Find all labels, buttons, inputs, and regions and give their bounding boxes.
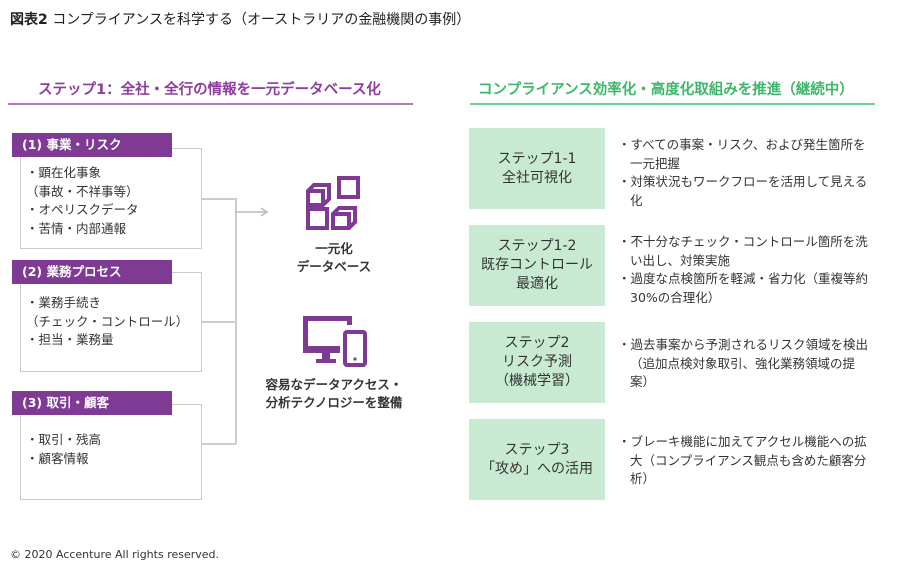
database-blocks-icon xyxy=(306,176,360,230)
source-header-2: (2) 業務プロセス xyxy=(12,260,172,284)
monitor-tablet-icon xyxy=(303,316,367,367)
step-desc-1-2: ・不十分なチェック・コントロール箇所を洗い出し、対策実施 ・過度な点検箇所を軽減… xyxy=(618,234,869,305)
source-header-1: (1) 事業・リスク xyxy=(12,133,172,157)
connector xyxy=(202,198,236,200)
source-items-2: ・業務手続き （チェック・コントロール） ・担当・業務量 xyxy=(26,295,189,347)
connector xyxy=(235,198,237,444)
source-items-3: ・取引・残高 ・顧客情報 xyxy=(26,432,102,466)
right-heading: コンプライアンス効率化・高度化取組みを推進（継続中） xyxy=(478,82,854,98)
tech-label: 容易なデータアクセス・ 分析テクノロジーを整備 xyxy=(265,377,403,410)
step-desc-1-1: ・すべての事案・リスク、および発生箇所を一元把握 ・対策状況もワークフローを活用… xyxy=(618,137,868,208)
left-divider xyxy=(8,103,413,105)
copyright: © 2020 Accenture All rights reserved. xyxy=(10,548,220,561)
right-divider xyxy=(470,103,875,105)
step-box-3: ステップ3 「攻め」への活用 xyxy=(469,419,605,500)
step-desc-2: ・過去事案から予測されるリスク領域を検出（追加点検対象取引、強化業務領域の提案） xyxy=(618,337,869,389)
source-items-1: ・顕在化事象 （事故・不祥事等） ・オペリスクデータ ・苦情・内部通報 xyxy=(26,165,139,236)
step-desc-3: ・ブレーキ機能に加えてアクセル機能への拡大（コンプライアンス観点も含めた顧客分析… xyxy=(618,434,867,486)
connector xyxy=(202,321,236,323)
figure-title: 図表2 コンプライアンスを科学する（オーストラリアの金融機関の事例） xyxy=(10,12,471,28)
arrow-right-icon xyxy=(235,207,269,217)
step-box-1-2: ステップ1-2 既存コントロール 最適化 xyxy=(469,225,605,306)
source-header-3: (3) 取引・顧客 xyxy=(12,391,172,415)
step-box-2: ステップ2 リスク予測 （機械学習） xyxy=(469,322,605,403)
database-label: 一元化 データベース xyxy=(296,241,372,274)
left-heading: ステップ1：全社・全行の情報を一元データベース化 xyxy=(38,82,381,98)
step-box-1-1: ステップ1-1 全社可視化 xyxy=(469,128,605,209)
connector xyxy=(202,443,236,445)
